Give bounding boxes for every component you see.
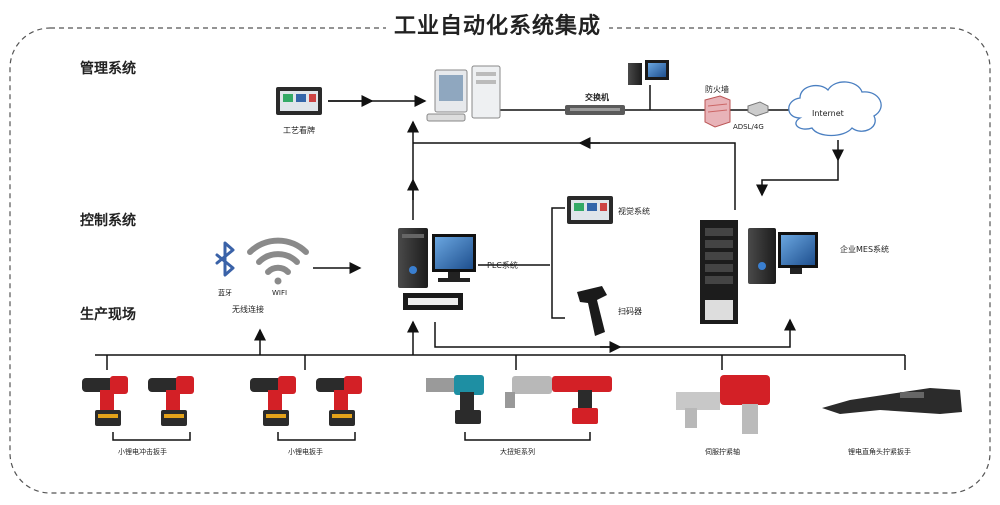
internet-cloud xyxy=(788,81,882,137)
section-management: 管理系统 xyxy=(80,61,136,77)
top-server xyxy=(628,60,669,85)
firewall-device xyxy=(704,95,731,128)
mes-server-rack xyxy=(700,220,738,324)
label-bluetooth: 蓝牙 xyxy=(218,289,232,297)
label-internet: Internet xyxy=(812,109,844,118)
tool-lithium-wrench-2 xyxy=(316,376,362,426)
label-mes: 企业MES系统 xyxy=(840,245,890,254)
control-pc xyxy=(398,228,476,310)
vision-system-device xyxy=(567,196,613,224)
bluetooth-icon xyxy=(215,241,235,277)
tool-lithium-wrench-1 xyxy=(250,376,296,426)
label-tool-lithium-impact: 小锂电冲击扳手 xyxy=(118,448,167,456)
process-board-device xyxy=(276,87,322,115)
network-switch xyxy=(565,105,625,115)
mes-pc xyxy=(748,228,818,284)
section-control: 控制系统 xyxy=(80,213,136,229)
label-tool-servo: 伺服拧紧轴 xyxy=(705,448,740,456)
label-tool-large-torque: 大扭矩系列 xyxy=(500,448,535,456)
tool-servo xyxy=(676,375,770,434)
connector-lines xyxy=(95,85,906,441)
tool-lithium-impact-1 xyxy=(82,376,128,426)
tool-pistol xyxy=(822,388,962,414)
management-pc xyxy=(426,65,501,122)
label-wifi: WIFI xyxy=(272,289,288,297)
page-title: 工业自动化系统集成 xyxy=(386,16,610,38)
label-process-board: 工艺看牌 xyxy=(283,126,315,135)
label-tool-lithium-wrench: 小锂电扳手 xyxy=(288,448,323,456)
label-wireless: 无线连接 xyxy=(232,305,264,314)
tool-large-torque-1 xyxy=(426,375,484,424)
barcode-scanner xyxy=(577,286,607,336)
label-switch: 交换机 xyxy=(585,93,609,102)
tool-large-torque-2 xyxy=(505,376,612,424)
label-plc: PLC系统 xyxy=(487,261,518,270)
adsl-router xyxy=(747,101,769,117)
label-tool-pistol: 锂电直角头拧紧扳手 xyxy=(848,448,911,456)
section-production: 生产现场 xyxy=(80,307,136,323)
wifi-icon xyxy=(247,237,309,285)
label-vision: 视觉系统 xyxy=(618,207,650,216)
label-firewall: 防火墙 xyxy=(705,85,729,94)
label-scanner: 扫码器 xyxy=(618,307,642,316)
label-adsl: ADSL/4G xyxy=(733,123,764,131)
tool-lithium-impact-2 xyxy=(148,376,194,426)
